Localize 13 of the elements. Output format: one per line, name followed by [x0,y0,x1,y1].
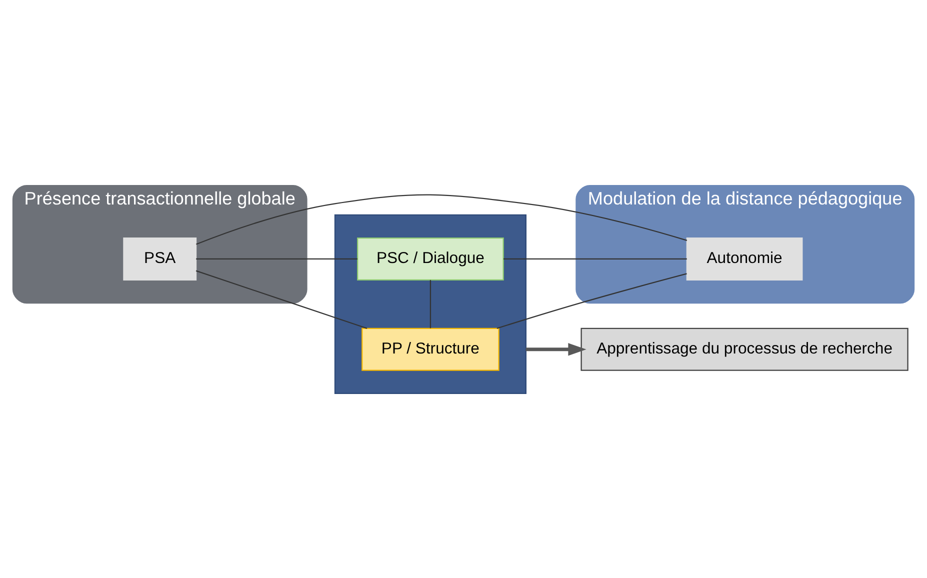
connector [196,258,358,260]
node-box: PSA [123,237,197,280]
node-box: PP / Structure [362,327,500,370]
node-box: PSC / Dialogue [357,237,504,280]
connector [504,258,687,260]
node-box: Autonomie [686,237,803,280]
connector [196,194,688,244]
connector [496,272,687,328]
connector [430,280,432,328]
connector [196,270,368,328]
arrow [526,342,586,356]
node-box: Apprentissage du processus de recherche [580,327,908,370]
cluster [334,214,526,394]
